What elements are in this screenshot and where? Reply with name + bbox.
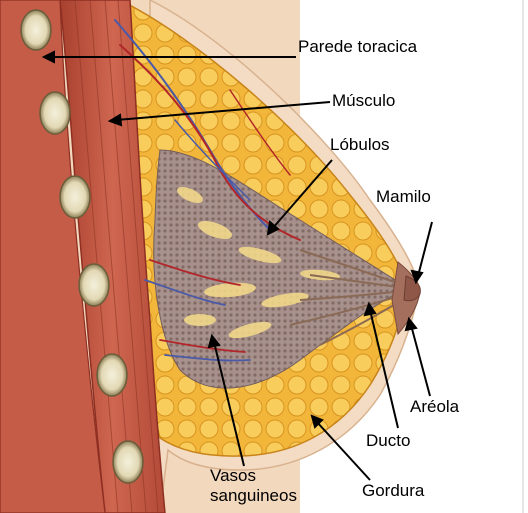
label-lobulos: Lóbulos [330, 136, 390, 153]
label-musculo: Músculo [332, 92, 395, 109]
label-mamilo: Mamilo [376, 188, 431, 205]
label-parede-toracica: Parede toracica [298, 38, 417, 55]
label-gordura: Gordura [362, 482, 424, 499]
label-areola: Aréola [410, 398, 459, 415]
label-ducto: Ducto [366, 432, 410, 449]
label-vasos-sanguineos: Vasos sanguineos [210, 466, 340, 506]
